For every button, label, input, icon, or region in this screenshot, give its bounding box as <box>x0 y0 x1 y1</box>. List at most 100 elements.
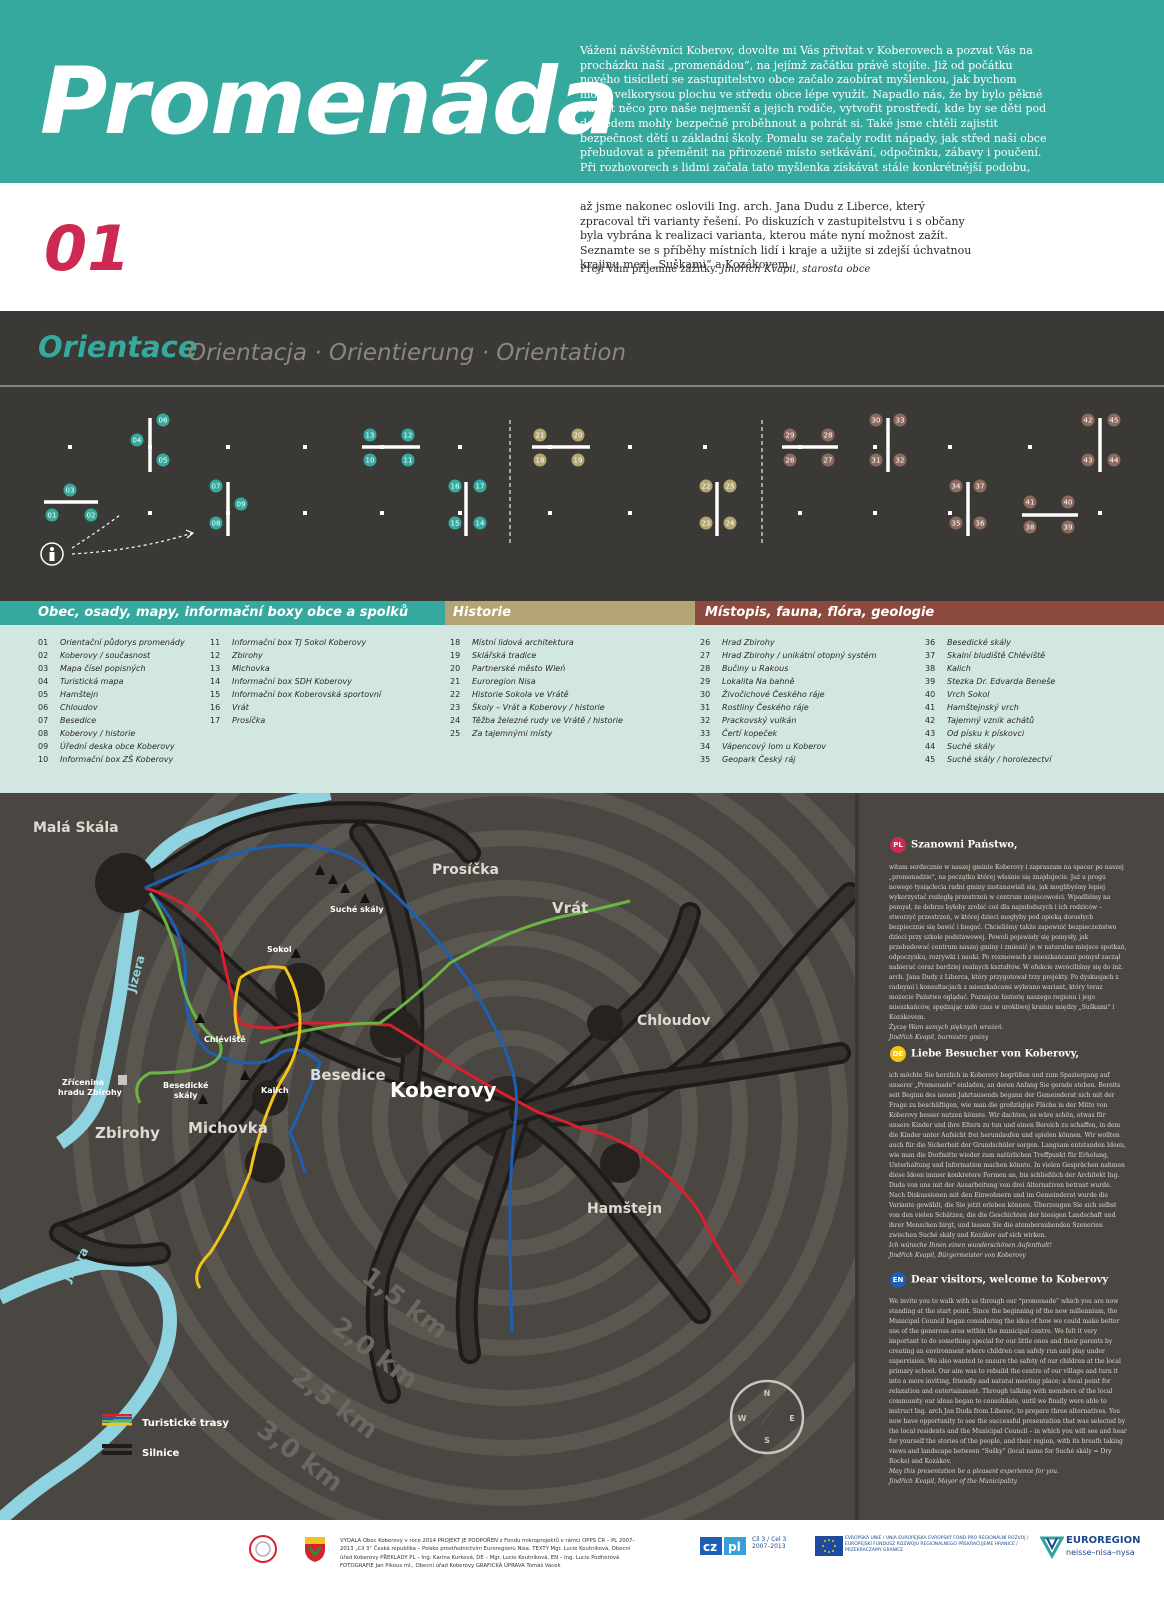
you-are-here-icon <box>40 542 64 566</box>
footer-credits: VYDALA Obec Koberovy v roce 2014 PROJEKT… <box>340 1538 636 1570</box>
badge-circle <box>156 413 170 427</box>
legend-item: 06 Chloudov <box>38 703 185 716</box>
board-dot <box>628 511 632 515</box>
czpl-program-text: Cíl 3 / Cel 3 2007–2013 <box>752 1536 786 1550</box>
badge-number: 19 <box>574 457 583 465</box>
settlement-blob <box>370 1008 420 1058</box>
legend-item-number: 15 <box>210 690 221 699</box>
board-dot <box>798 511 802 515</box>
badge-circle <box>699 479 713 493</box>
road <box>513 906 697 1120</box>
board-dot <box>303 445 307 449</box>
badge-number: 22 <box>702 483 711 491</box>
welcome-signature-en: Jindřich Kvapil, Mayor of the Municipali… <box>889 1478 1017 1485</box>
badge-number: 36 <box>976 520 985 528</box>
board-dot <box>873 445 877 449</box>
badge-number: 21 <box>536 432 545 440</box>
badge-number: 06 <box>159 417 168 425</box>
footer <box>0 1520 1164 1600</box>
category-bar-village: Obec, osady, mapy, informační boxy obce … <box>0 601 445 625</box>
header-band <box>0 0 1164 183</box>
welcome-heading-de-text: Liebe Besucher von Koberovy, <box>911 1048 1080 1060</box>
badge-number: 43 <box>1084 457 1093 465</box>
badge-circle <box>1061 520 1075 534</box>
legend-item-number: 41 <box>925 703 936 712</box>
legend-item-number: 33 <box>700 729 711 738</box>
legend-item-number: 06 <box>38 703 49 712</box>
badge-number: 24 <box>726 520 735 528</box>
badge-number: 32 <box>896 457 905 465</box>
en-flag-icon: EN <box>890 1272 906 1288</box>
badge-number: 29 <box>786 432 795 440</box>
legend-item-number: 13 <box>210 664 221 673</box>
badge-circle <box>1081 453 1095 467</box>
legend-item-number: 16 <box>210 703 221 712</box>
legend-item-label: Euroregion Nisa <box>472 677 536 686</box>
legend-item-label: Informační box Koberovská sportovní <box>232 690 382 699</box>
category-bar-history: Historie <box>445 601 695 625</box>
legend-item-number: 20 <box>450 664 461 673</box>
legend-item-number: 23 <box>450 703 461 712</box>
badge-circle <box>1081 413 1095 427</box>
rock-icon <box>315 865 325 875</box>
river-jizera <box>56 793 332 1149</box>
board-dot <box>1028 445 1032 449</box>
legend-item-label: Koberovy / současnost <box>60 651 151 660</box>
distance-ring <box>122 793 855 1506</box>
orientation-title: Orientace <box>38 330 198 364</box>
legend-item-label: Čertí kopeček <box>722 729 778 738</box>
welcome-text-de: ich möchte Sie herzlich in Koberovy begr… <box>889 1072 1126 1239</box>
road-swatch <box>102 1444 132 1448</box>
czpl-goal: Cíl 3 / Cel 3 <box>752 1536 787 1543</box>
legend-item-label: Chloudov <box>60 703 98 712</box>
map-label-mala-skala: Malá Skála <box>33 820 119 836</box>
map-label-michovka: Michovka <box>188 1119 268 1137</box>
map-label-besedice: Besedice <box>310 1066 386 1084</box>
svg-text:cz: cz <box>703 1540 717 1554</box>
legend-item-number: 40 <box>925 690 936 699</box>
rock-icon <box>240 1070 250 1080</box>
intro-signature: Jindřich Kvapil, starosta obce <box>720 264 871 275</box>
map-label-kalich: Kalich <box>261 1086 289 1095</box>
municipality-logo <box>249 1535 277 1563</box>
settlement-blob <box>587 1005 623 1041</box>
settlement-blob <box>95 853 155 913</box>
badge-circle <box>45 508 59 522</box>
badge-number: 44 <box>1110 457 1119 465</box>
welcome-closing-en: May this presentation be a pleasant expe… <box>889 1468 1059 1475</box>
badge-circle <box>363 453 377 467</box>
board-dot <box>628 445 632 449</box>
badge-number: 20 <box>574 432 583 440</box>
badge-circle <box>571 428 585 442</box>
trail-green <box>135 892 223 1104</box>
trail-blue <box>148 891 322 1174</box>
legend-item-label: Koberovy / historie <box>60 729 136 738</box>
legend-item-number: 09 <box>38 742 49 751</box>
badge-circle <box>401 453 415 467</box>
compass-letter: N <box>764 1389 771 1398</box>
map-label-besedicke-1: Besedické <box>163 1080 209 1090</box>
legend-item-number: 07 <box>38 716 49 725</box>
board-dot <box>873 511 877 515</box>
badge-number: 09 <box>237 501 246 509</box>
badge-circle <box>973 516 987 530</box>
trail-green <box>259 899 631 1045</box>
badge-number: 12 <box>404 432 413 440</box>
welcome-heading-en: EN Dear visitors, welcome to Koberovy <box>890 1272 1108 1288</box>
welcome-heading-en-text: Dear visitors, welcome to Koberovy <box>911 1274 1109 1286</box>
legend-item-label: Orientační půdorys promenády <box>60 638 185 647</box>
badge-number: 38 <box>1026 524 1035 532</box>
